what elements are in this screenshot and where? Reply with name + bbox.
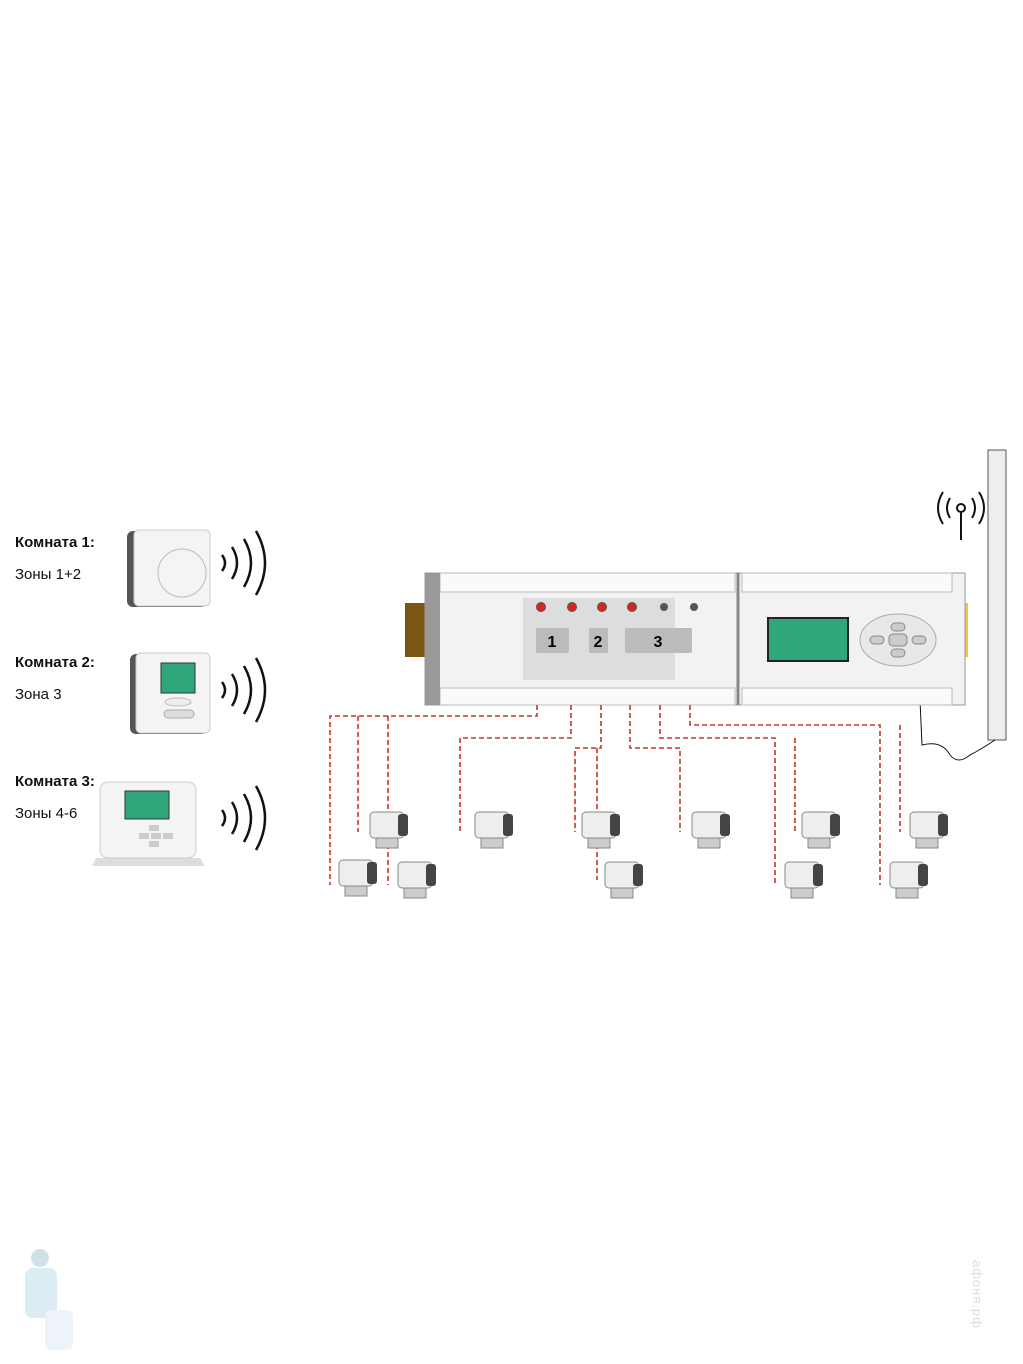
room-1-title: Комната 1: bbox=[15, 534, 95, 551]
actuator bbox=[397, 861, 437, 899]
zone-leds bbox=[536, 602, 698, 612]
zone-label-1: 1 bbox=[548, 634, 557, 651]
zone-label-2: 2 bbox=[594, 634, 603, 651]
room-3-zones: Зоны 4-6 bbox=[15, 805, 78, 822]
actuators bbox=[338, 811, 949, 899]
actuator bbox=[338, 859, 378, 897]
led bbox=[536, 602, 546, 612]
room-2-title: Комната 2: bbox=[15, 654, 95, 671]
actuator bbox=[604, 861, 644, 899]
led bbox=[597, 602, 607, 612]
dial-thermostat bbox=[127, 529, 211, 607]
actuator bbox=[369, 811, 409, 849]
keypad bbox=[859, 613, 937, 667]
antenna-cable bbox=[919, 699, 996, 761]
actuator bbox=[474, 811, 514, 849]
signal-icon bbox=[220, 657, 267, 723]
programmable-thermostat bbox=[92, 781, 205, 866]
led bbox=[690, 603, 698, 611]
zone-label-3: 3 bbox=[654, 634, 663, 651]
led bbox=[627, 602, 637, 612]
antenna-icon bbox=[937, 491, 985, 540]
actuator bbox=[909, 811, 949, 849]
left-bracket bbox=[405, 603, 427, 657]
actuator bbox=[691, 811, 731, 849]
mascot-logo bbox=[25, 1249, 73, 1350]
led bbox=[567, 602, 577, 612]
actuator-wiring bbox=[329, 705, 901, 885]
actuator bbox=[784, 861, 824, 899]
room-1-zones: Зоны 1+2 bbox=[15, 566, 82, 583]
actuator bbox=[801, 811, 841, 849]
led bbox=[660, 603, 668, 611]
actuator bbox=[581, 811, 621, 849]
actuator bbox=[889, 861, 929, 899]
controller-screen bbox=[767, 617, 849, 662]
room-2-zones: Зона 3 bbox=[15, 686, 62, 703]
digital-thermostat bbox=[130, 652, 211, 734]
signal-icon bbox=[220, 785, 267, 851]
signal-icon bbox=[220, 530, 267, 596]
watermark: афоня.рф bbox=[970, 1260, 985, 1329]
wireless-signal-icons bbox=[220, 530, 267, 851]
antenna-pole bbox=[987, 449, 1007, 741]
room-3-title: Комната 3: bbox=[15, 773, 95, 790]
controller: 1 2 3 bbox=[405, 572, 968, 706]
